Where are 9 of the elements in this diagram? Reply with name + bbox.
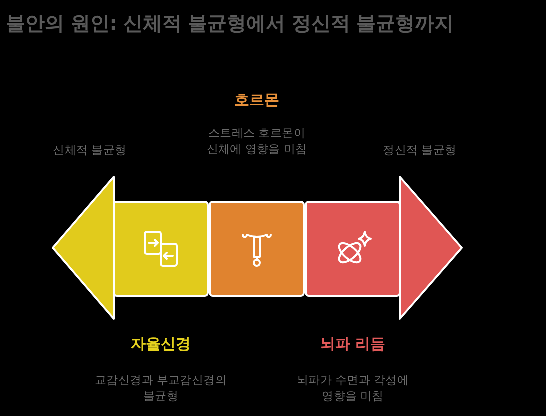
heading: 호르몬 — [234, 91, 280, 110]
heading: 뇌파 리듬 — [319, 335, 387, 354]
heading: 자율신경 — [130, 335, 192, 354]
end-label: 신체적 불균형 — [52, 142, 128, 158]
title: 불안의 원인: 신체적 불균형에서 정신적 불균형까지 — [6, 11, 454, 37]
description: 스트레스 호르몬이 신체에 영향을 미침 — [206, 125, 308, 157]
description: 교감신경과 부교감신경의 불균형 — [94, 372, 228, 404]
end-label: 정신적 불균형 — [382, 142, 458, 158]
description: 뇌파가 수면과 각성에 영향을 미침 — [296, 372, 410, 404]
